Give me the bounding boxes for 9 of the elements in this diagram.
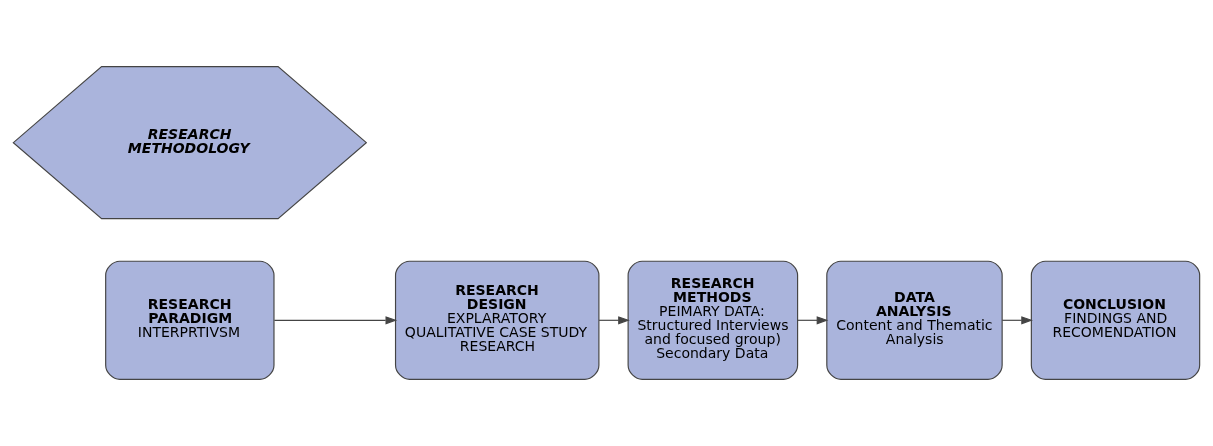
arrow — [598, 316, 630, 325]
node-box: RESEARCH PARADIGM INTERPRTIVSM — [105, 260, 275, 380]
node-box: CONCLUSION FINDINGS AND RECOMENDATION — [1030, 260, 1201, 380]
arrow — [797, 316, 829, 325]
arrow — [1001, 316, 1033, 325]
arrow — [273, 316, 398, 325]
node-box: RESEARCH DESIGN EXPLARATORY QUALITATIVE CASE STUDY RESEARCH — [394, 260, 600, 380]
node-box: DATA ANALYSIS Content and Thematic Analysis — [826, 260, 1003, 380]
node-box: RESEARCH METHODS PEIMARY DATA: Structured Interviews and focused group) Secondary Data — [627, 260, 799, 380]
